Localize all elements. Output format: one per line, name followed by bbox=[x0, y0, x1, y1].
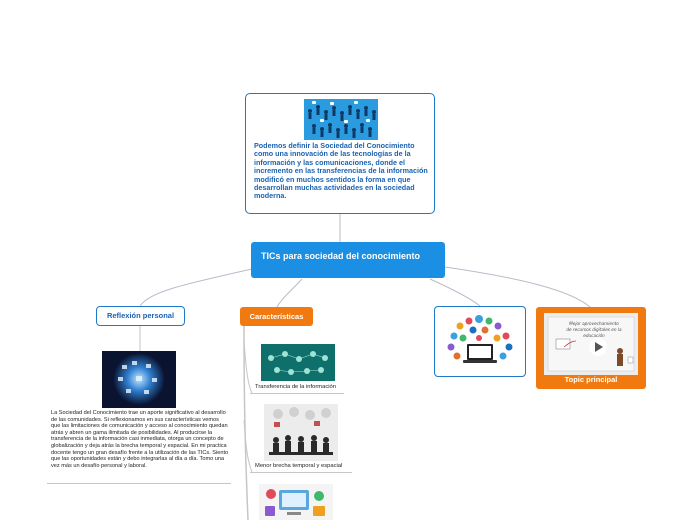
icons-node[interactable] bbox=[434, 306, 526, 377]
network-people-image bbox=[261, 344, 335, 381]
reflexion-text: La Sociedad del Conocimiento trae un apo… bbox=[51, 410, 229, 469]
digital-globe-image bbox=[102, 351, 176, 408]
video-caption-line-2: de recursos digitales en la bbox=[566, 327, 622, 332]
people-network-image bbox=[304, 99, 378, 140]
caracteristica-caption: Menor brecha temporal y espacial bbox=[255, 463, 343, 469]
divider bbox=[47, 483, 231, 484]
central-topic[interactable]: TICs para sociedad del conocimiento bbox=[251, 242, 445, 278]
topic-principal-node[interactable]: Mejor aprovechamiento de recursos digita… bbox=[536, 307, 646, 389]
meeting-silhouettes-image bbox=[264, 404, 338, 461]
video-caption-line-3: educación bbox=[583, 333, 605, 338]
definition-node[interactable]: Podemos definir la Sociedad del Conocimi… bbox=[245, 93, 435, 214]
video-caption-line-1: Mejor aprovechamiento bbox=[569, 321, 619, 326]
divider bbox=[250, 472, 352, 473]
divider bbox=[250, 393, 344, 394]
reflexion-node[interactable]: Reflexión personal bbox=[96, 306, 185, 326]
definition-text: Podemos definir la Sociedad del Conocimi… bbox=[254, 141, 428, 201]
devices-image bbox=[259, 484, 333, 520]
caracteristicas-node[interactable]: Características bbox=[240, 307, 313, 326]
social-media-laptop-image bbox=[443, 312, 517, 370]
topic-principal-label: Topic principal bbox=[564, 375, 618, 384]
caracteristica-caption: Transferencia de la información bbox=[255, 384, 336, 390]
video-whiteboard-image[interactable]: Mejor aprovechamiento de recursos digita… bbox=[544, 313, 638, 375]
